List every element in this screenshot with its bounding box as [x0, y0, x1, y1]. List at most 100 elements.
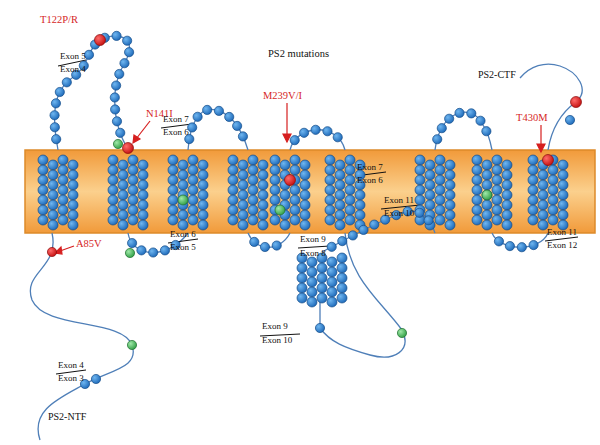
residue-circle: [415, 175, 425, 185]
residue-circle: [214, 106, 223, 115]
residue-circle: [317, 273, 327, 283]
exon-boundaries: [56, 60, 578, 374]
residue-circle: [307, 287, 317, 297]
residue-circle: [538, 170, 548, 180]
mutation-residue: [285, 175, 296, 186]
residue-circle: [58, 155, 68, 165]
residue-circle: [325, 205, 335, 215]
residue-circle: [68, 210, 78, 220]
residue-circle: [188, 185, 198, 195]
residue-circle: [168, 155, 178, 165]
residue-circle: [435, 195, 445, 205]
residue-circle: [558, 190, 568, 200]
residue-circle: [335, 170, 345, 180]
residue-circle: [300, 210, 310, 220]
residue-circle: [325, 185, 335, 195]
residue-circle: [472, 205, 482, 215]
residue-circle: [548, 195, 558, 205]
residue-circle: [327, 277, 337, 287]
residue-circle: [188, 175, 198, 185]
residue-circle: [58, 165, 68, 175]
residue-circle: [238, 132, 247, 141]
residue-circle: [233, 121, 242, 130]
residue-circle: [128, 165, 138, 175]
residue-circle: [38, 205, 48, 215]
residue-circle: [68, 200, 78, 210]
residue-circle: [38, 155, 48, 165]
residue-circle: [108, 175, 118, 185]
residue-circle: [528, 175, 538, 185]
residue-circle: [290, 205, 300, 215]
residue-circle: [228, 155, 238, 165]
residue-circle: [472, 215, 482, 225]
residue-circle: [138, 200, 148, 210]
residue-circle: [502, 220, 512, 230]
residue-circle: [203, 105, 212, 114]
residue-circle: [538, 190, 548, 200]
residue-circle: [280, 220, 290, 230]
residue-circle: [118, 160, 128, 170]
residue-circle: [128, 185, 138, 195]
residue-circle: [238, 210, 248, 220]
residue-circle: [270, 165, 280, 175]
residue-circle: [112, 31, 121, 40]
residue-circle: [482, 160, 492, 170]
residue-circle: [198, 220, 208, 230]
exon-label: Exon 12: [547, 241, 577, 250]
residue-circle: [558, 180, 568, 190]
residue-circle: [188, 195, 198, 205]
residue-circle: [270, 185, 280, 195]
exon-label: Exon 4: [58, 361, 84, 370]
residue-circle: [270, 195, 280, 205]
residue-circle: [345, 165, 355, 175]
residue-circle: [445, 200, 455, 210]
residue-circle: [472, 175, 482, 185]
residue-circle: [424, 216, 433, 225]
residue-circles: [38, 31, 582, 388]
residue-circle: [502, 180, 512, 190]
residue-circle: [280, 190, 290, 200]
n-terminus: [30, 233, 133, 440]
residue-circle: [548, 165, 558, 175]
residue-circle: [258, 200, 268, 210]
residue-circle: [327, 242, 336, 251]
residue-circle: [299, 128, 308, 137]
residue-circle: [228, 165, 238, 175]
residue-circle: [370, 220, 379, 229]
residue-circle: [138, 160, 148, 170]
fragment-label: PS2-NTF: [48, 412, 86, 423]
residue-circle: [111, 105, 120, 114]
residue-circle: [435, 215, 445, 225]
exon-label: Exon 7: [163, 115, 189, 124]
residue-circle: [118, 190, 128, 200]
mutation-residue: [95, 35, 106, 46]
residue-circle: [472, 195, 482, 205]
fragment-label: PS2-CTF: [478, 70, 516, 81]
mutation-arrows: [55, 103, 545, 254]
mutation-residue: [47, 247, 56, 256]
residue-circle: [472, 185, 482, 195]
residue-circle: [127, 238, 136, 247]
residue-circle: [124, 48, 133, 57]
residue-circle: [112, 117, 121, 126]
residue-circle: [198, 190, 208, 200]
residue-circle: [248, 155, 258, 165]
residue-circle: [116, 128, 125, 137]
residue-circle: [325, 165, 335, 175]
residue-circle: [198, 160, 208, 170]
residue-circle: [198, 200, 208, 210]
residue-circle: [258, 190, 268, 200]
residue-circle: [290, 165, 300, 175]
exon-label: Exon 11: [547, 228, 577, 237]
residue-circle: [337, 273, 347, 283]
residue-circle: [482, 190, 492, 200]
residue-circle: [198, 210, 208, 220]
residue-circle: [445, 160, 455, 170]
exon-label: Exon 8: [300, 249, 326, 258]
residue-circle: [445, 210, 455, 220]
residue-circle: [538, 220, 548, 230]
residue-circle: [118, 220, 128, 230]
residue-circle: [48, 180, 58, 190]
residue-circle: [482, 220, 492, 230]
residue-circle: [250, 237, 259, 246]
